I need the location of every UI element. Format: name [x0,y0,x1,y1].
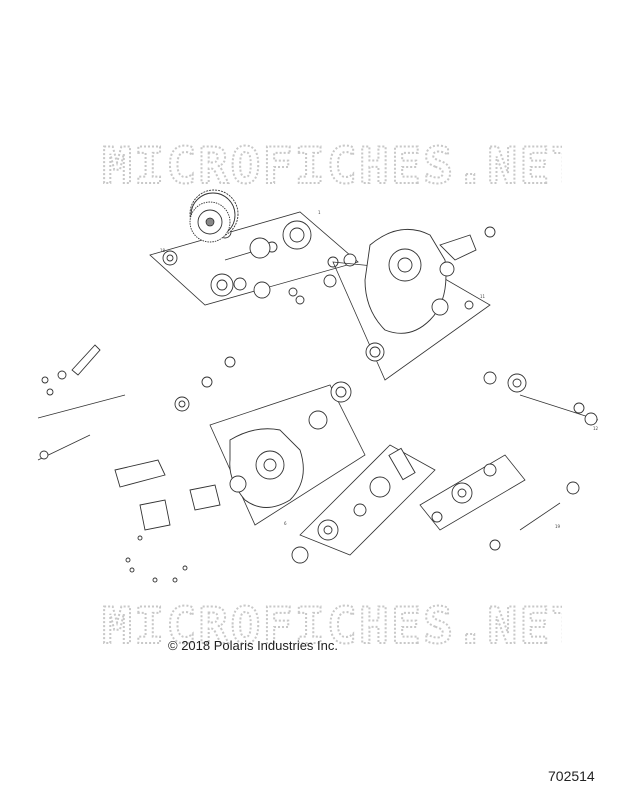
figure-number: 702514 [548,768,595,784]
part-callout-labels: 1 18 11 12 6 19 [160,210,599,529]
svg-text:19: 19 [555,524,561,529]
svg-text:18: 18 [160,248,166,253]
watermark-top: MICROFICHES.NET [102,143,562,187]
bottom-gear-stack [291,444,436,564]
upper-right-parts [439,226,496,261]
center-shaft [174,237,271,412]
left-housing [209,381,366,526]
bottom-right-gear-stack [419,454,580,551]
output-shaft [483,371,599,426]
svg-text:12: 12 [593,426,599,431]
watermark-bottom: MICROFICHES.NET [102,603,562,647]
svg-text:1: 1 [318,210,321,215]
left-shift-rod-parts [37,344,126,461]
shift-linkage [114,459,221,583]
svg-text:11: 11 [480,294,486,299]
right-housing [332,228,491,381]
copyright-notice: © 2018 Polaris Industries Inc. [168,638,338,653]
watermark-top-text: MICROFICHES.NET [102,143,562,187]
watermark-bottom-text: MICROFICHES.NET [102,603,562,647]
svg-text:6: 6 [284,521,287,526]
drive-gear [189,201,231,243]
